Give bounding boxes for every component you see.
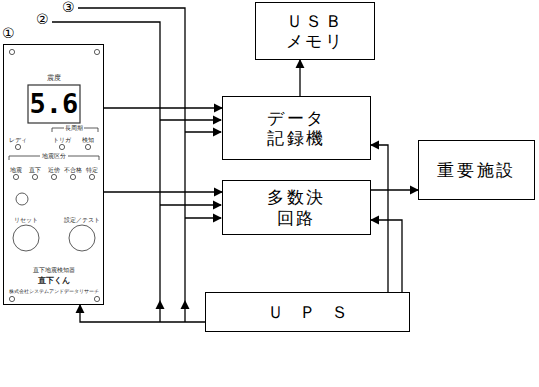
box-label: ＵＳＢ メモリ bbox=[276, 11, 354, 52]
callout-number: ① bbox=[2, 26, 15, 40]
connector-arrow bbox=[371, 220, 402, 292]
panel-label: 地震区分 bbox=[42, 153, 66, 159]
panel-label: トリガ bbox=[53, 137, 71, 143]
panel-label: 不合格 bbox=[64, 167, 82, 173]
panel-label: 地震 bbox=[10, 167, 22, 173]
detector-panel-art bbox=[4, 45, 103, 304]
connector-arrow bbox=[299, 60, 300, 96]
process-box: ＵＰＳ bbox=[205, 292, 410, 332]
connector-arrow bbox=[80, 305, 205, 322]
panel-label: 設定／テスト bbox=[64, 217, 100, 223]
panel-label: 直下くん bbox=[38, 277, 70, 285]
unit2-to-majority bbox=[160, 204, 221, 205]
connector-arrow bbox=[104, 107, 222, 108]
callout-number: ② bbox=[36, 12, 49, 26]
unit2-to-recorder bbox=[160, 119, 221, 120]
process-box: ＵＳＢ メモリ bbox=[255, 2, 375, 60]
panel-label: 検知 bbox=[82, 137, 94, 143]
panel-label: 5.6 bbox=[30, 90, 79, 117]
process-box: データ 記録機 bbox=[222, 96, 371, 160]
unit3-power-head bbox=[181, 300, 190, 309]
panel-label: 震度 bbox=[47, 75, 61, 82]
box-label: 重要施設 bbox=[437, 160, 515, 180]
process-box: 多数決 回路 bbox=[222, 180, 371, 235]
unit3-to-majority bbox=[185, 217, 221, 218]
process-box: 重要施設 bbox=[418, 140, 535, 200]
panel-label: 直下地震検知器 bbox=[33, 267, 75, 273]
box-label: 多数決 回路 bbox=[257, 187, 335, 228]
connector-arrow bbox=[371, 145, 388, 292]
panel-label: 特定 bbox=[86, 167, 98, 173]
panel-label: レディ bbox=[9, 137, 27, 143]
connector-arrow bbox=[371, 189, 418, 190]
panel-label: 直下 bbox=[29, 167, 41, 173]
detector-panel: 震度 5.6 レディ 長周期トリガ 検知地震区分地震 直下 近傍不合格特定リセット 設定／テス… bbox=[3, 44, 104, 305]
panel-label: 株式会社システムアンドデータリサーチ bbox=[9, 290, 99, 295]
connector-arrow bbox=[104, 191, 222, 192]
unit3-to-recorder bbox=[185, 131, 221, 132]
callout-number: ③ bbox=[62, 0, 75, 14]
panel-label: 近傍 bbox=[48, 167, 60, 173]
box-label: ＵＰＳ bbox=[251, 302, 363, 322]
power-arrowheads bbox=[156, 300, 190, 309]
unit2-power-head bbox=[156, 300, 165, 309]
panel-label: 長周期 bbox=[65, 125, 83, 131]
panel-label: リセット bbox=[14, 217, 38, 223]
box-label: データ 記録機 bbox=[257, 108, 335, 149]
